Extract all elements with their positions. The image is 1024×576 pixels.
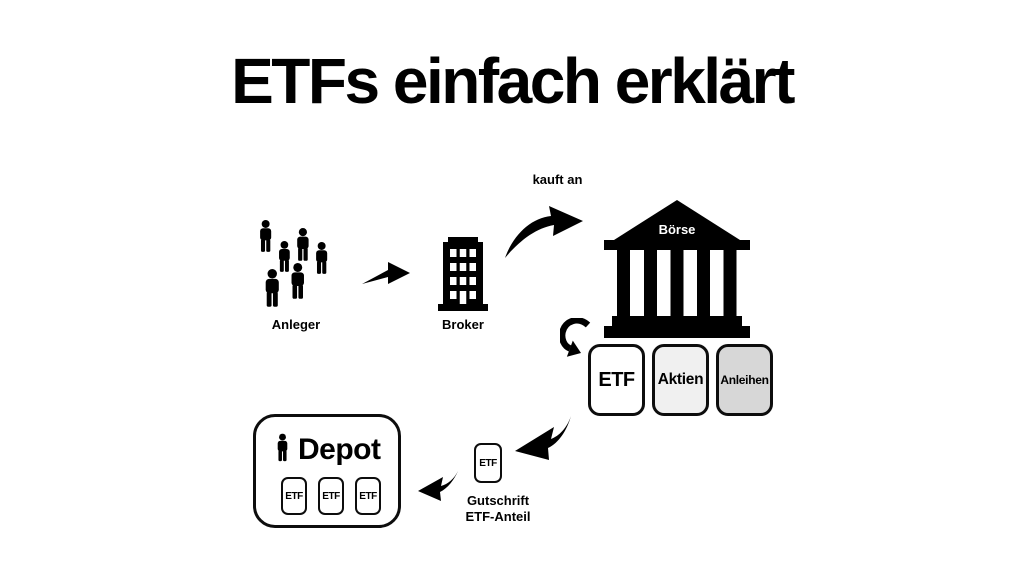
person-icon bbox=[297, 228, 309, 261]
depot-holding-label: ETF bbox=[322, 490, 340, 502]
arrow-investors-to-broker bbox=[362, 258, 410, 286]
credit-caption: Gutschrift ETF-Anteil bbox=[443, 493, 553, 525]
person-icon bbox=[260, 220, 272, 252]
product-box-aktien-label: Aktien bbox=[657, 371, 704, 388]
depot-holding-box: ETF bbox=[355, 477, 381, 515]
depot-holding-box: ETF bbox=[281, 477, 307, 515]
product-box-anleihen: Anleihen bbox=[716, 344, 773, 416]
broker-label: Broker bbox=[442, 317, 484, 332]
depot-label: Depot bbox=[298, 433, 381, 466]
person-icon bbox=[279, 241, 290, 272]
office-building-icon bbox=[438, 237, 488, 311]
credit-caption-line1: Gutschrift bbox=[466, 493, 530, 508]
depot-holding-label: ETF bbox=[359, 490, 377, 502]
credit-etf-box: ETF bbox=[474, 443, 502, 483]
depot-box: Depot ETF ETF ETF bbox=[253, 414, 401, 528]
bank-columns-icon bbox=[604, 198, 750, 338]
people-group-icon bbox=[254, 220, 338, 310]
person-icon bbox=[265, 269, 279, 307]
product-box-etf-label: ETF bbox=[598, 368, 635, 391]
exchange-label: Börse bbox=[658, 222, 696, 237]
person-icon bbox=[316, 242, 328, 274]
curl-arrow-icon bbox=[560, 318, 594, 360]
person-icon bbox=[291, 263, 304, 299]
buy-flow-label: kauft an bbox=[532, 172, 583, 187]
page-title: ETFs einfach erklärt bbox=[231, 45, 795, 117]
depot-holding-label: ETF bbox=[285, 490, 303, 502]
arrow-broker-to-exchange bbox=[503, 205, 583, 258]
investors-label: Anleger bbox=[271, 317, 321, 332]
product-box-aktien: Aktien bbox=[652, 344, 709, 416]
person-icon bbox=[275, 431, 290, 464]
credit-etf-box-label: ETF bbox=[479, 457, 497, 469]
credit-caption-line2: ETF-Anteil bbox=[465, 509, 531, 524]
depot-holding-box: ETF bbox=[318, 477, 344, 515]
arrow-credit-to-depot bbox=[416, 467, 464, 505]
arrow-exchange-to-credit bbox=[505, 410, 575, 472]
product-box-etf: ETF bbox=[588, 344, 645, 416]
product-box-anleihen-label: Anleihen bbox=[720, 373, 769, 387]
